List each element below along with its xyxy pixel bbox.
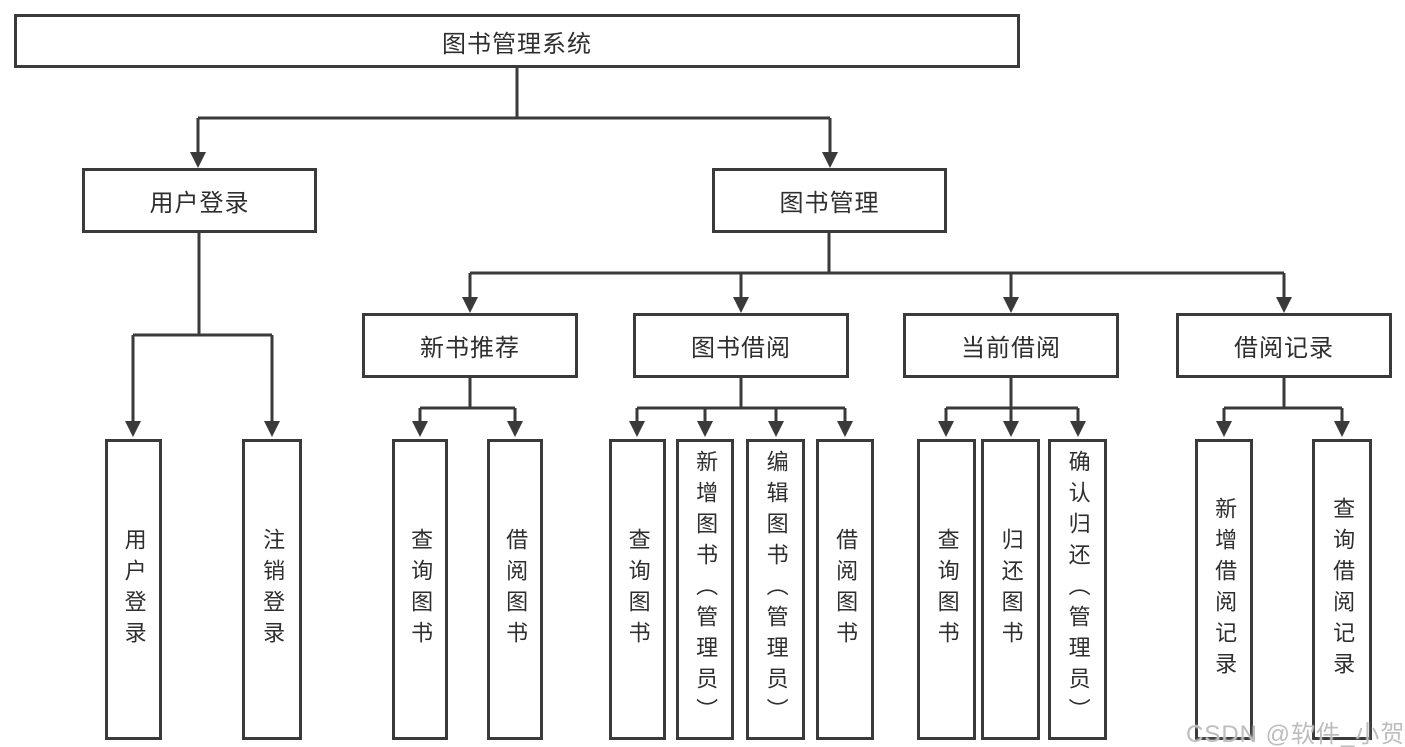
- node-book-management: 图书管理: [712, 168, 947, 233]
- leaf-label: 确认归还（管理员）: [1065, 450, 1091, 729]
- leaf-label: 借阅图书: [503, 527, 529, 652]
- leaf-label: 编辑图书（管理员）: [763, 450, 789, 729]
- leaf-user-login: 用户登录: [105, 439, 162, 740]
- leaf-label: 查询图书: [408, 527, 434, 652]
- leaf-query-borrow-record: 查询借阅记录: [1312, 439, 1372, 740]
- leaf-label: 查询图书: [934, 527, 960, 652]
- leaf-recommend-borrow-books: 借阅图书: [487, 439, 543, 740]
- leaf-confirm-return-admin: 确认归还（管理员）: [1048, 439, 1107, 740]
- leaf-label: 新增借阅记录: [1212, 496, 1238, 683]
- leaf-label: 归还图书: [998, 527, 1024, 652]
- leaf-borrow-books: 借阅图书: [816, 439, 874, 740]
- node-new-book-recommend: 新书推荐: [362, 313, 578, 378]
- leaf-label: 借阅图书: [833, 527, 859, 652]
- node-borrow-records: 借阅记录: [1176, 313, 1392, 378]
- leaf-label: 用户登录: [121, 527, 147, 652]
- leaf-current-query-books: 查询图书: [917, 439, 976, 740]
- leaf-recommend-query-books: 查询图书: [392, 439, 448, 740]
- arrowheads: [125, 152, 1350, 437]
- node-user-login: 用户登录: [82, 168, 317, 233]
- leaf-borrow-query-books: 查询图书: [609, 439, 666, 740]
- leaf-return-books: 归还图书: [981, 439, 1040, 740]
- leaf-label: 查询借阅记录: [1330, 496, 1356, 683]
- node-current-borrow: 当前借阅: [903, 313, 1119, 378]
- node-root-library-system: 图书管理系统: [14, 14, 1020, 68]
- leaf-label: 查询图书: [625, 527, 651, 652]
- leaf-add-books-admin: 新增图书（管理员）: [676, 439, 734, 740]
- leaf-logout: 注销登录: [242, 439, 302, 740]
- csdn-watermark: CSDN @软件_小贺同学: [1186, 721, 1405, 747]
- leaf-label: 新增图书（管理员）: [693, 450, 719, 729]
- node-book-borrow: 图书借阅: [633, 313, 849, 378]
- leaf-edit-books-admin: 编辑图书（管理员）: [746, 439, 805, 740]
- leaf-label: 注销登录: [260, 527, 286, 652]
- leaf-add-borrow-record: 新增借阅记录: [1195, 439, 1253, 740]
